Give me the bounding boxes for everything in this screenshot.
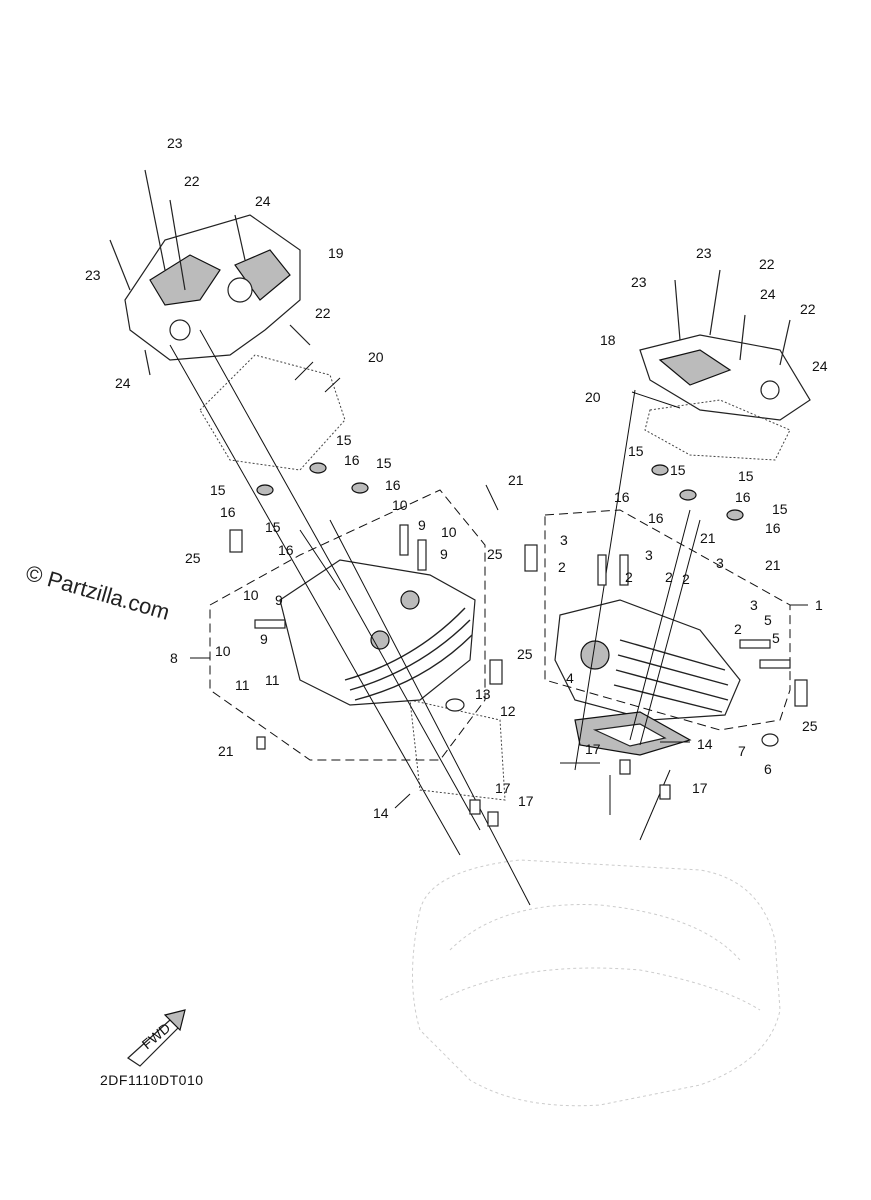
callout-23: 23 xyxy=(631,274,647,290)
callout-3: 3 xyxy=(645,547,653,563)
callout-25: 25 xyxy=(517,646,533,662)
callout-labels: 23 22 24 23 19 22 24 20 15 16 15 15 16 1… xyxy=(85,135,828,821)
callout-23: 23 xyxy=(696,245,712,261)
callout-23: 23 xyxy=(85,267,101,283)
callout-21: 21 xyxy=(218,743,234,759)
assembly-box-1 xyxy=(544,509,791,731)
rear-head-cover xyxy=(124,214,301,361)
callout-15: 15 xyxy=(738,468,754,484)
callout-15: 15 xyxy=(336,432,352,448)
callout-17: 17 xyxy=(518,793,534,809)
callout-5: 5 xyxy=(772,630,780,646)
callout-23: 23 xyxy=(167,135,183,151)
front-cover-gasket xyxy=(644,399,791,461)
callout-2: 2 xyxy=(558,559,566,575)
callout-24: 24 xyxy=(760,286,776,302)
callout-14: 14 xyxy=(697,736,713,752)
callout-2: 2 xyxy=(665,569,673,585)
front-head-cover xyxy=(639,334,811,421)
callout-14: 14 xyxy=(373,805,389,821)
callout-16: 16 xyxy=(344,452,360,468)
callout-17: 17 xyxy=(585,741,601,757)
callout-25: 25 xyxy=(487,546,503,562)
callout-4: 4 xyxy=(566,670,574,686)
hardware-parts xyxy=(109,169,808,827)
callout-10: 10 xyxy=(392,497,408,513)
callout-10: 10 xyxy=(243,587,259,603)
callout-20: 20 xyxy=(368,349,384,365)
callout-5: 5 xyxy=(764,612,772,628)
callout-2: 2 xyxy=(734,621,742,637)
callout-16: 16 xyxy=(278,542,294,558)
callout-17: 17 xyxy=(692,780,708,796)
callout-15: 15 xyxy=(628,443,644,459)
callout-3: 3 xyxy=(560,532,568,548)
callout-21: 21 xyxy=(765,557,781,573)
callout-11: 11 xyxy=(265,672,280,688)
callout-16: 16 xyxy=(385,477,401,493)
callout-1: 1 xyxy=(815,597,823,613)
callout-24: 24 xyxy=(812,358,828,374)
callout-16: 16 xyxy=(735,489,751,505)
callout-9: 9 xyxy=(418,517,426,533)
callout-3: 3 xyxy=(716,555,724,571)
front-cylinder xyxy=(554,599,741,721)
callout-24: 24 xyxy=(115,375,131,391)
callout-10: 10 xyxy=(215,643,231,659)
rear-cylinder-head xyxy=(279,559,476,706)
callout-2: 2 xyxy=(625,569,633,585)
callout-22: 22 xyxy=(184,173,200,189)
front-base-gasket xyxy=(574,711,692,756)
callout-15: 15 xyxy=(772,501,788,517)
callout-11: 11 xyxy=(235,677,250,693)
callout-3: 3 xyxy=(750,597,758,613)
callout-21: 21 xyxy=(700,530,716,546)
callout-16: 16 xyxy=(220,504,236,520)
callout-16: 16 xyxy=(765,520,781,536)
callout-6: 6 xyxy=(764,761,772,777)
callout-12: 12 xyxy=(500,703,516,719)
callout-8: 8 xyxy=(170,650,178,666)
callout-25: 25 xyxy=(185,550,201,566)
callout-9: 9 xyxy=(275,592,283,608)
callout-16: 16 xyxy=(614,489,630,505)
callout-20: 20 xyxy=(585,389,601,405)
callout-19: 19 xyxy=(328,245,344,261)
callout-15: 15 xyxy=(376,455,392,471)
rear-base-gasket xyxy=(409,699,506,801)
callout-10: 10 xyxy=(441,524,457,540)
callout-leaders xyxy=(190,361,808,809)
callout-15: 15 xyxy=(265,519,281,535)
callout-22: 22 xyxy=(800,301,816,317)
callout-15: 15 xyxy=(670,462,686,478)
callout-17: 17 xyxy=(495,780,511,796)
callout-9: 9 xyxy=(260,631,268,647)
callout-24: 24 xyxy=(255,193,271,209)
callout-2: 2 xyxy=(682,571,690,587)
callout-22: 22 xyxy=(759,256,775,272)
callout-18: 18 xyxy=(600,332,616,348)
callout-16: 16 xyxy=(648,510,664,526)
diagram-code: 2DF1110DT010 xyxy=(100,1072,204,1088)
callout-13: 13 xyxy=(475,686,491,702)
callout-22: 22 xyxy=(315,305,331,321)
callout-25: 25 xyxy=(802,718,818,734)
crankcase-outline xyxy=(412,859,781,1107)
callout-21: 21 xyxy=(508,472,524,488)
callout-7: 7 xyxy=(738,743,746,759)
callout-9: 9 xyxy=(440,546,448,562)
fwd-arrow-icon: FWD xyxy=(127,1009,186,1067)
rear-cover-gasket xyxy=(199,354,346,471)
assembly-box-8 xyxy=(209,489,486,761)
callout-15: 15 xyxy=(210,482,226,498)
